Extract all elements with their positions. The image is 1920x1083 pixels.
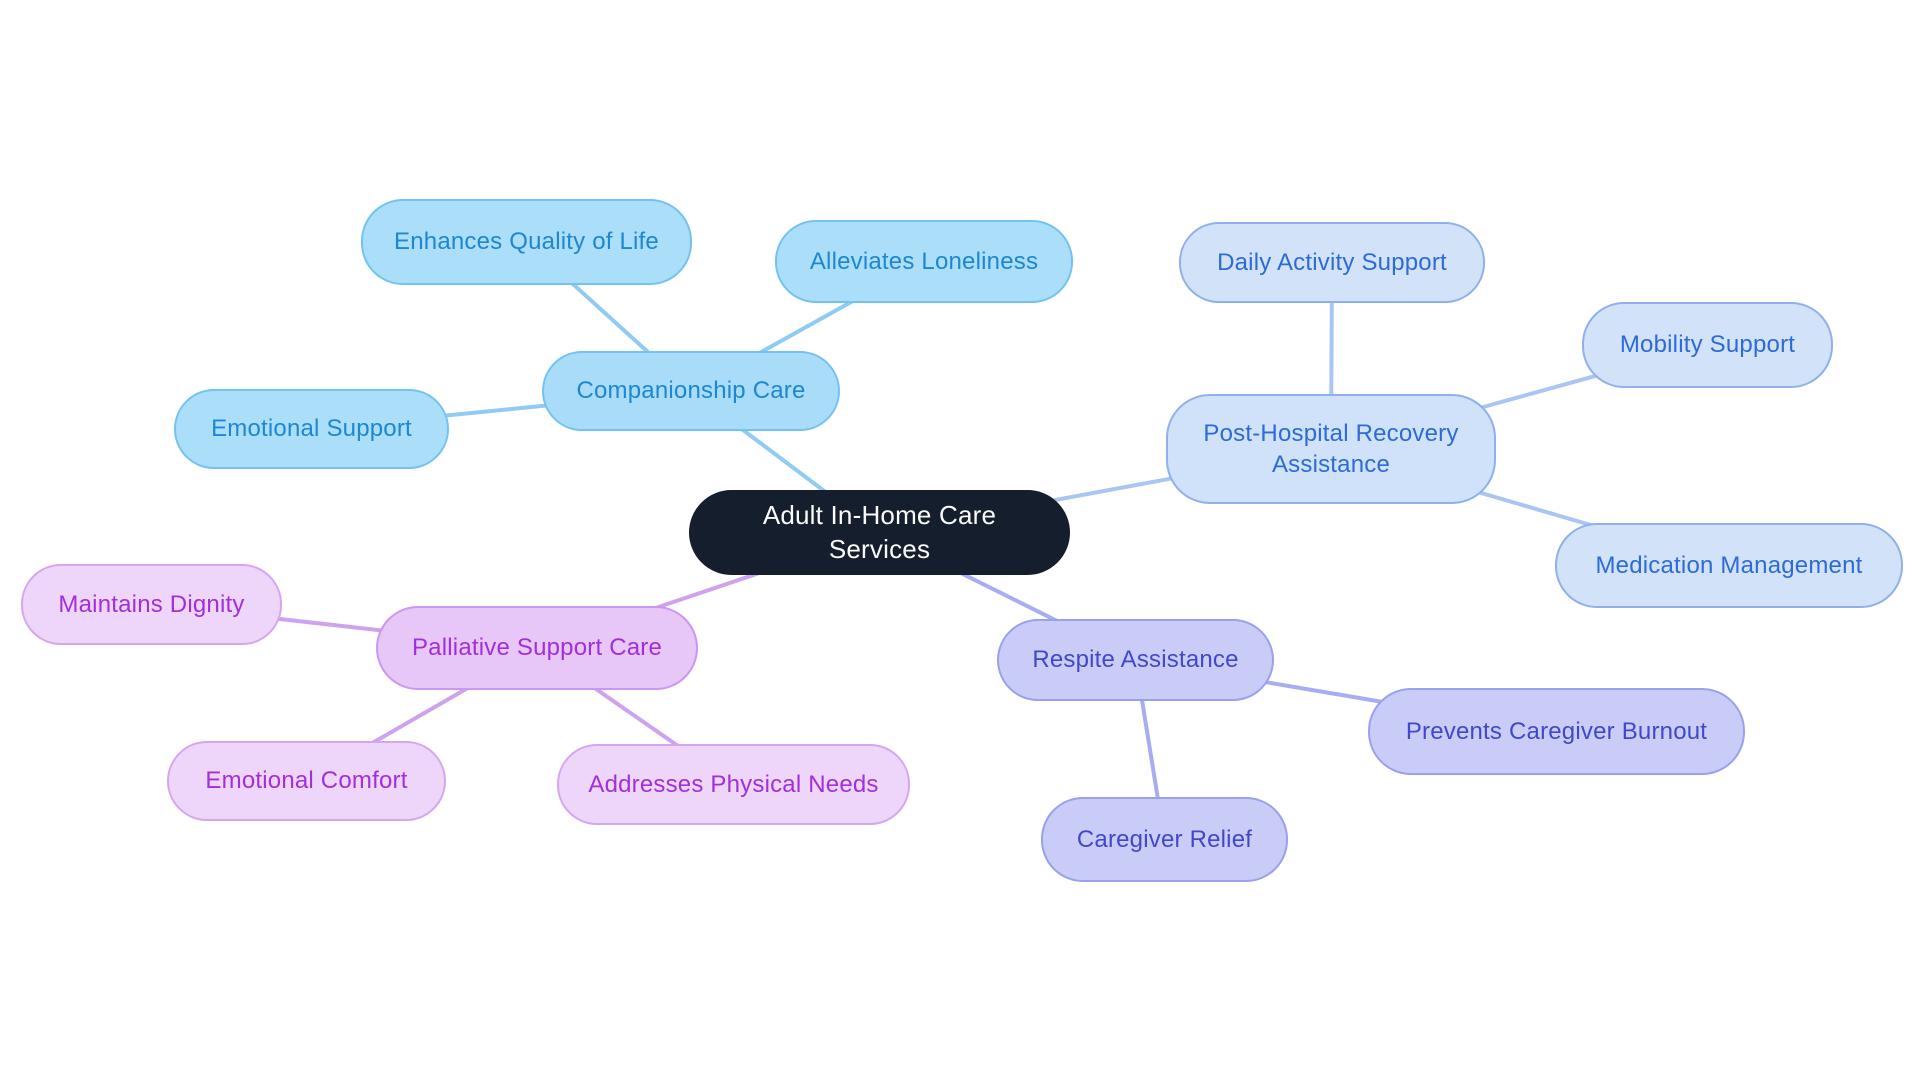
node-label: Palliative Support Care (411, 634, 663, 662)
node-label: Enhances Quality of Life (394, 228, 659, 256)
node-respite-assistance[interactable]: Respite Assistance (997, 619, 1274, 701)
root-node-central[interactable]: Adult In-Home Care Services (689, 490, 1070, 575)
node-prevents-caregiver-burnout[interactable]: Prevents Caregiver Burnout (1368, 688, 1745, 775)
node-maintains-dignity[interactable]: Maintains Dignity (21, 564, 282, 645)
node-label: Alleviates Loneliness (809, 247, 1039, 275)
node-label: Maintains Dignity (58, 590, 245, 618)
node-label: Mobility Support (1619, 331, 1796, 359)
node-label: Adult In-Home Care Services (762, 499, 997, 564)
node-label: Respite Assistance (1032, 646, 1239, 674)
node-caregiver-relief[interactable]: Caregiver Relief (1041, 797, 1288, 882)
node-daily-activity-support[interactable]: Daily Activity Support (1179, 222, 1485, 303)
node-addresses-physical-needs[interactable]: Addresses Physical Needs (557, 744, 910, 825)
node-companionship-care[interactable]: Companionship Care (542, 351, 840, 431)
node-label: Emotional Support (211, 415, 412, 443)
node-label: Prevents Caregiver Burnout (1405, 717, 1708, 745)
node-label: Emotional Comfort (205, 767, 408, 795)
node-alleviates-loneliness[interactable]: Alleviates Loneliness (775, 220, 1073, 303)
node-label: Caregiver Relief (1076, 825, 1253, 853)
node-post-hospital-recovery-assistance[interactable]: Post-Hospital Recovery Assistance (1166, 394, 1496, 504)
node-palliative-support-care[interactable]: Palliative Support Care (376, 606, 698, 690)
node-label: Daily Activity Support (1217, 248, 1447, 276)
node-emotional-support[interactable]: Emotional Support (174, 389, 449, 469)
node-label: Medication Management (1595, 551, 1863, 579)
node-label: Companionship Care (576, 377, 806, 405)
node-enhances-quality-of-life[interactable]: Enhances Quality of Life (361, 199, 692, 285)
node-label: Addresses Physical Needs (588, 770, 879, 798)
node-label: Post-Hospital Recovery Assistance (1203, 419, 1459, 478)
node-emotional-comfort[interactable]: Emotional Comfort (167, 741, 446, 821)
node-mobility-support[interactable]: Mobility Support (1582, 302, 1833, 388)
node-medication-management[interactable]: Medication Management (1555, 523, 1903, 608)
